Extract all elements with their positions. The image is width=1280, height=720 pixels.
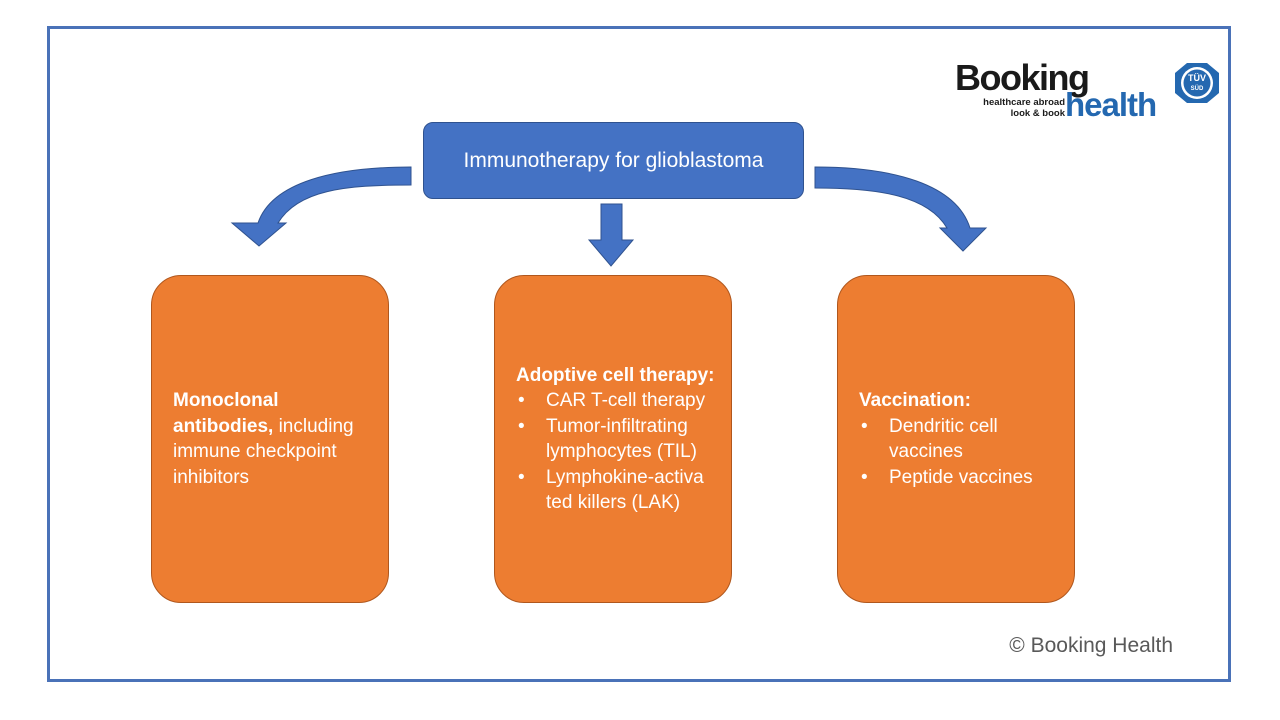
branch-title: Monoclonal antibodies,: [173, 390, 279, 437]
root-node-label: Immunotherapy for glioblastoma: [463, 148, 764, 172]
copyright-text: © Booking Health: [1009, 634, 1173, 657]
list-item: CAR T-cell therapy: [516, 388, 719, 414]
branch-item-list: CAR T-cell therapy Tumor-infiltrating ly…: [516, 388, 719, 516]
arrow-center: [587, 203, 635, 267]
slide-frame: [47, 26, 1231, 682]
branch-description: including immune checkpoint inhibitors: [173, 415, 354, 488]
tuv-seal-icon: TÜV SÜD: [1175, 63, 1219, 103]
logo-tagline-line: healthcare abroad: [983, 97, 1065, 108]
svg-text:TÜV: TÜV: [1188, 73, 1206, 83]
branch-title: Vaccination:: [859, 390, 971, 411]
list-item: Lymphokine-activa ted killers (LAK): [516, 465, 719, 516]
logo-tagline-line: look & book: [1010, 108, 1065, 119]
list-item: Peptide vaccines: [859, 465, 1056, 491]
logo-wordmark-health: health: [1065, 86, 1157, 123]
branch-title: Adoptive cell therapy:: [516, 364, 715, 386]
branch-card-vaccination: Vaccination: Dendritic cell vaccines Pep…: [837, 275, 1075, 603]
root-node: Immunotherapy for glioblastoma: [423, 122, 804, 199]
branch-item-list: Dendritic cell vaccines Peptide vaccines: [859, 414, 1056, 491]
arrow-right: [814, 166, 988, 252]
logo-wordmark-booking: Booking: [955, 57, 1090, 98]
branch-card-adoptive: Adoptive cell therapy: CAR T-cell therap…: [494, 275, 732, 603]
svg-text:SÜD: SÜD: [1191, 85, 1204, 92]
list-item: Tumor-infiltrating lymphocytes (TIL): [516, 414, 719, 465]
branch-card-monoclonal: Monoclonal antibodies, including immune …: [151, 275, 389, 603]
logo-tagline: healthcare abroad look & book: [983, 97, 1065, 119]
list-item: Dendritic cell vaccines: [859, 414, 1056, 465]
branch-card-text: Monoclonal antibodies, including immune …: [173, 388, 370, 490]
arrow-left: [230, 166, 412, 247]
booking-health-logo: Booking healthcare abroad look & book he…: [955, 60, 1165, 124]
